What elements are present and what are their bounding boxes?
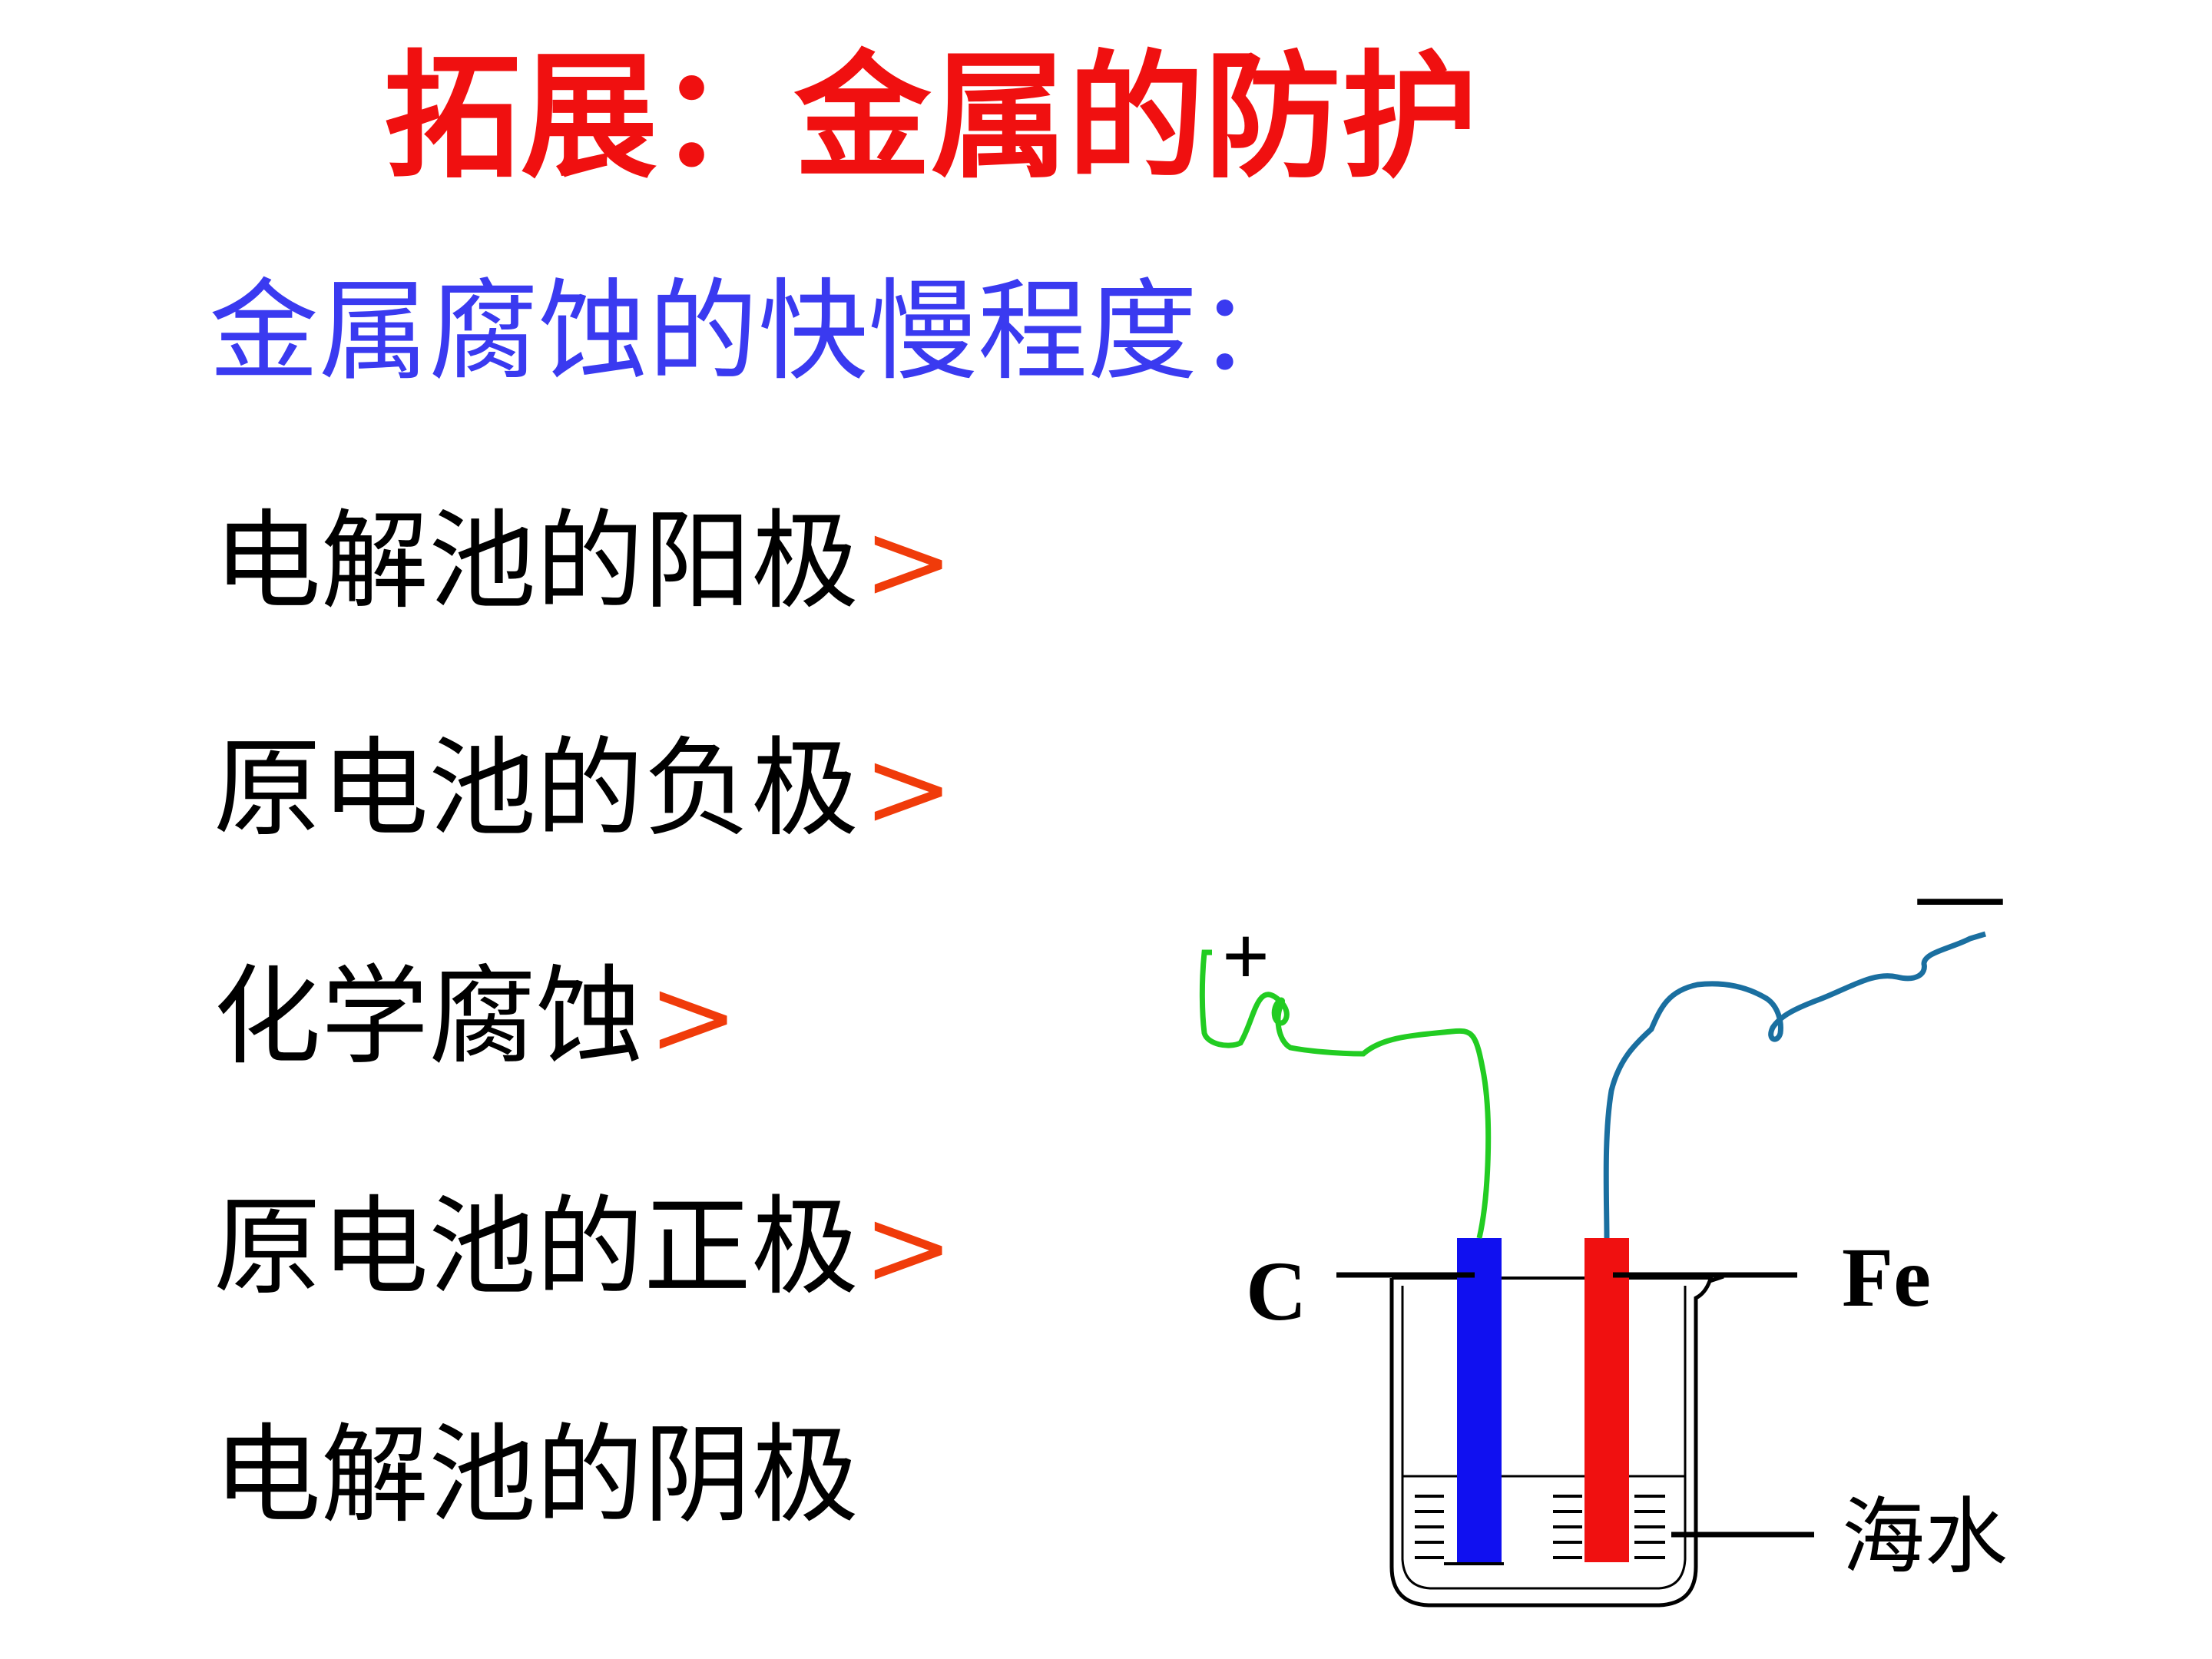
ranking-item-text: 原电池的正极 bbox=[214, 1185, 859, 1310]
beaker bbox=[1389, 1274, 1724, 1608]
ranking-separator: > bbox=[863, 499, 954, 624]
page-title: 拓展：金属的防护 bbox=[384, 36, 1478, 197]
solution-label: 海水 bbox=[1842, 1489, 2008, 1585]
ranking-item: 原电池的正极> bbox=[214, 1187, 953, 1310]
ranking-item: 化学腐蚀> bbox=[214, 956, 738, 1079]
ranking-item-text: 电解池的阴极 bbox=[214, 1413, 859, 1538]
carbon-electrode bbox=[1457, 1238, 1502, 1562]
water-hatching bbox=[1415, 1495, 1665, 1565]
plus-sign: + bbox=[1222, 909, 1270, 1003]
ranking-separator: > bbox=[863, 727, 954, 852]
ranking-separator: > bbox=[648, 955, 739, 1080]
electrode-label-fe: Fe bbox=[1842, 1230, 1931, 1324]
beaker-inner-wall bbox=[1401, 1286, 1687, 1590]
minus-sign: — bbox=[1917, 846, 2003, 940]
section-subtitle: 金属腐蚀的快慢程度： bbox=[209, 267, 1307, 396]
ranking-item: 电解池的阳极> bbox=[214, 501, 953, 624]
ranking-item-text: 化学腐蚀 bbox=[214, 955, 644, 1080]
electrode-label-c: C bbox=[1246, 1244, 1306, 1338]
iron-electrode bbox=[1584, 1238, 1629, 1562]
negative-wire bbox=[1603, 931, 1987, 1239]
ranking-item: 原电池的负极> bbox=[214, 728, 953, 851]
ranking-item-text: 原电池的负极 bbox=[214, 727, 859, 852]
ranking-item: 电解池的阴极 bbox=[214, 1415, 859, 1538]
ranking-item-text: 电解池的阳极 bbox=[214, 499, 859, 624]
positive-wire bbox=[1199, 949, 1492, 1239]
ranking-separator: > bbox=[863, 1185, 954, 1310]
